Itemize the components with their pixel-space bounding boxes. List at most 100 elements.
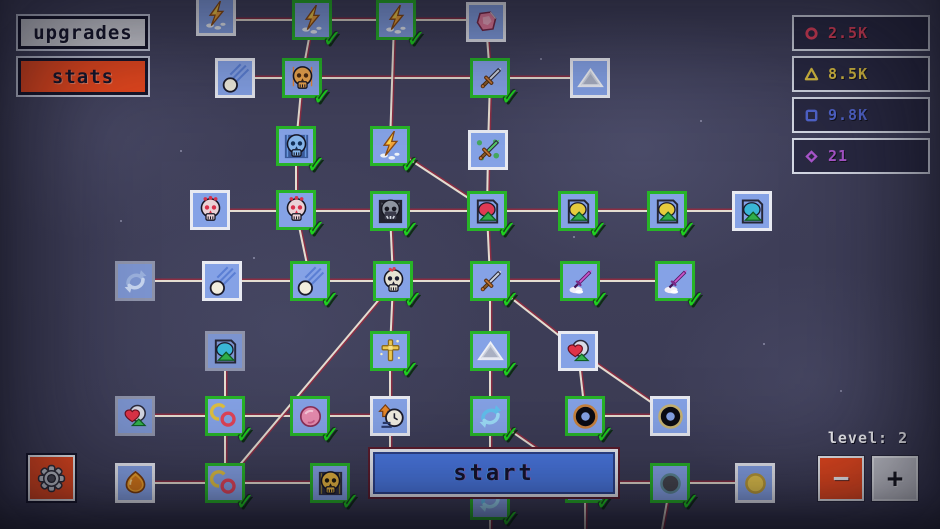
skill-node-circle-yellow[interactable] xyxy=(735,463,775,503)
background-star xyxy=(763,343,765,345)
currency-purple: 21 xyxy=(792,138,930,174)
settings-button[interactable] xyxy=(26,453,77,503)
skill-node-skull-frost[interactable]: ✓ xyxy=(276,126,324,178)
circle-gray-icon xyxy=(655,468,686,499)
skill-node-dagger-purple[interactable]: ✓ xyxy=(655,261,703,313)
currency-red: 2.5K xyxy=(792,15,930,51)
skill-node-comet[interactable] xyxy=(215,58,255,98)
start-button[interactable]: start xyxy=(368,447,620,499)
level-minus-button[interactable]: − xyxy=(817,455,865,502)
skill-node-rings-duo[interactable]: ✓ xyxy=(205,463,253,515)
skill-node-lightning-strike[interactable]: ✓ xyxy=(376,0,424,52)
background-star xyxy=(840,390,842,392)
upgrades-button[interactable]: upgrades xyxy=(18,16,148,49)
lightning-strike-icon xyxy=(381,4,412,36)
background-star xyxy=(573,236,575,238)
orb-pink-icon xyxy=(295,401,326,432)
skill-node-swirl-blue[interactable]: ✓ xyxy=(470,396,518,448)
background-star xyxy=(700,120,702,122)
skill-node-circle-gray[interactable]: ✓ xyxy=(650,463,698,515)
rings-duo-icon xyxy=(209,401,241,432)
currency-value: 2.5K xyxy=(828,24,869,42)
currency-blue: 9.8K xyxy=(792,97,930,133)
skill-node-heart-orb[interactable] xyxy=(558,331,598,371)
skull-gold-icon xyxy=(315,468,346,499)
skill-node-skull-bone[interactable]: ✓ xyxy=(373,261,421,313)
comet-icon xyxy=(295,266,326,297)
tree-connector-line xyxy=(216,19,486,21)
skill-node-skull-blood[interactable]: ✓ xyxy=(276,190,324,242)
skill-node-gem-pink[interactable] xyxy=(466,2,506,42)
skill-node-ring-tan[interactable] xyxy=(650,396,690,436)
swirl-blue-icon xyxy=(475,401,506,432)
diamond-purple-icon xyxy=(804,149,819,164)
skull-frost-icon xyxy=(281,131,312,162)
currency-value: 8.5K xyxy=(828,65,869,83)
tree-connector-line xyxy=(225,283,393,482)
skill-node-skull-demon[interactable]: ✓ xyxy=(370,191,418,243)
skill-node-orb-pink[interactable]: ✓ xyxy=(290,396,338,448)
skill-node-triangle-silver[interactable] xyxy=(570,58,610,98)
skill-node-comet[interactable]: ✓ xyxy=(290,261,338,313)
skill-node-ring-orange[interactable]: ✓ xyxy=(565,396,613,448)
heart-orb-icon xyxy=(563,336,594,367)
gear-icon xyxy=(36,463,67,494)
skill-node-skull-gold[interactable]: ✓ xyxy=(310,463,358,515)
square-blue-icon xyxy=(804,108,819,123)
tree-connector-line xyxy=(235,77,590,79)
skill-node-sword-steel[interactable]: ✓ xyxy=(470,58,518,110)
skill-node-lightning-strike[interactable] xyxy=(196,0,236,36)
background-star xyxy=(540,58,542,60)
background-star xyxy=(253,257,255,259)
sword-steel-icon xyxy=(475,63,506,94)
skill-node-blob-yellow[interactable]: ✓ xyxy=(647,191,695,243)
clock-upgrade-icon xyxy=(375,401,406,432)
skull-blood-icon xyxy=(281,195,312,226)
level-plus-button[interactable]: + xyxy=(871,455,919,502)
ring-tan-icon xyxy=(655,401,686,432)
comet-icon xyxy=(220,63,251,94)
skill-node-dagger-purple[interactable]: ✓ xyxy=(560,261,608,313)
dagger-purple-icon xyxy=(565,266,596,297)
skull-blood-icon xyxy=(195,195,226,226)
skill-node-blob-teal[interactable] xyxy=(205,331,245,371)
tree-connector-line xyxy=(135,415,392,417)
skill-node-wind-gust[interactable] xyxy=(115,261,155,301)
background-star xyxy=(120,220,122,222)
currency-yellow: 8.5K xyxy=(792,56,930,92)
skill-node-blob-yellow[interactable]: ✓ xyxy=(558,191,606,243)
skull-bone-icon xyxy=(378,266,409,297)
skill-node-blob-red[interactable]: ✓ xyxy=(467,191,515,243)
sword-green-icon xyxy=(473,135,504,166)
skill-node-lightning-strike[interactable]: ✓ xyxy=(292,0,340,52)
skill-node-sword-green[interactable] xyxy=(468,130,508,170)
skill-node-cross-holy[interactable]: ✓ xyxy=(370,331,418,383)
skill-node-skull-flame[interactable]: ✓ xyxy=(282,58,330,110)
rings-duo-icon xyxy=(209,468,241,499)
currency-value: 21 xyxy=(828,147,849,165)
skill-node-rings-duo[interactable]: ✓ xyxy=(205,396,253,448)
skill-node-heart-orb[interactable] xyxy=(115,396,155,436)
blob-teal-icon xyxy=(737,196,768,227)
wind-gust-icon xyxy=(120,266,151,297)
blob-yellow-icon xyxy=(563,196,594,227)
currency-value: 9.8K xyxy=(828,106,869,124)
gem-orange-icon xyxy=(120,468,151,499)
comet-icon xyxy=(207,266,238,297)
level-label: level: 2 xyxy=(827,429,909,447)
lightning-strike-icon xyxy=(201,0,232,32)
skill-node-comet[interactable] xyxy=(202,261,242,301)
background-star xyxy=(180,150,182,152)
circle-yellow-icon xyxy=(740,468,771,499)
skill-node-skull-blood[interactable] xyxy=(190,190,230,230)
skill-node-blob-teal[interactable] xyxy=(732,191,772,231)
skill-node-clock-upgrade[interactable] xyxy=(370,396,410,436)
skill-node-gem-orange[interactable] xyxy=(115,463,155,503)
skill-node-sword-steel[interactable]: ✓ xyxy=(470,261,518,313)
stats-button[interactable]: stats xyxy=(18,58,148,95)
skill-node-triangle-silver[interactable]: ✓ xyxy=(470,331,518,383)
skull-demon-icon xyxy=(375,196,406,227)
skill-node-lightning-strike[interactable]: ✓ xyxy=(370,126,418,178)
tree-connector-line xyxy=(585,415,670,417)
